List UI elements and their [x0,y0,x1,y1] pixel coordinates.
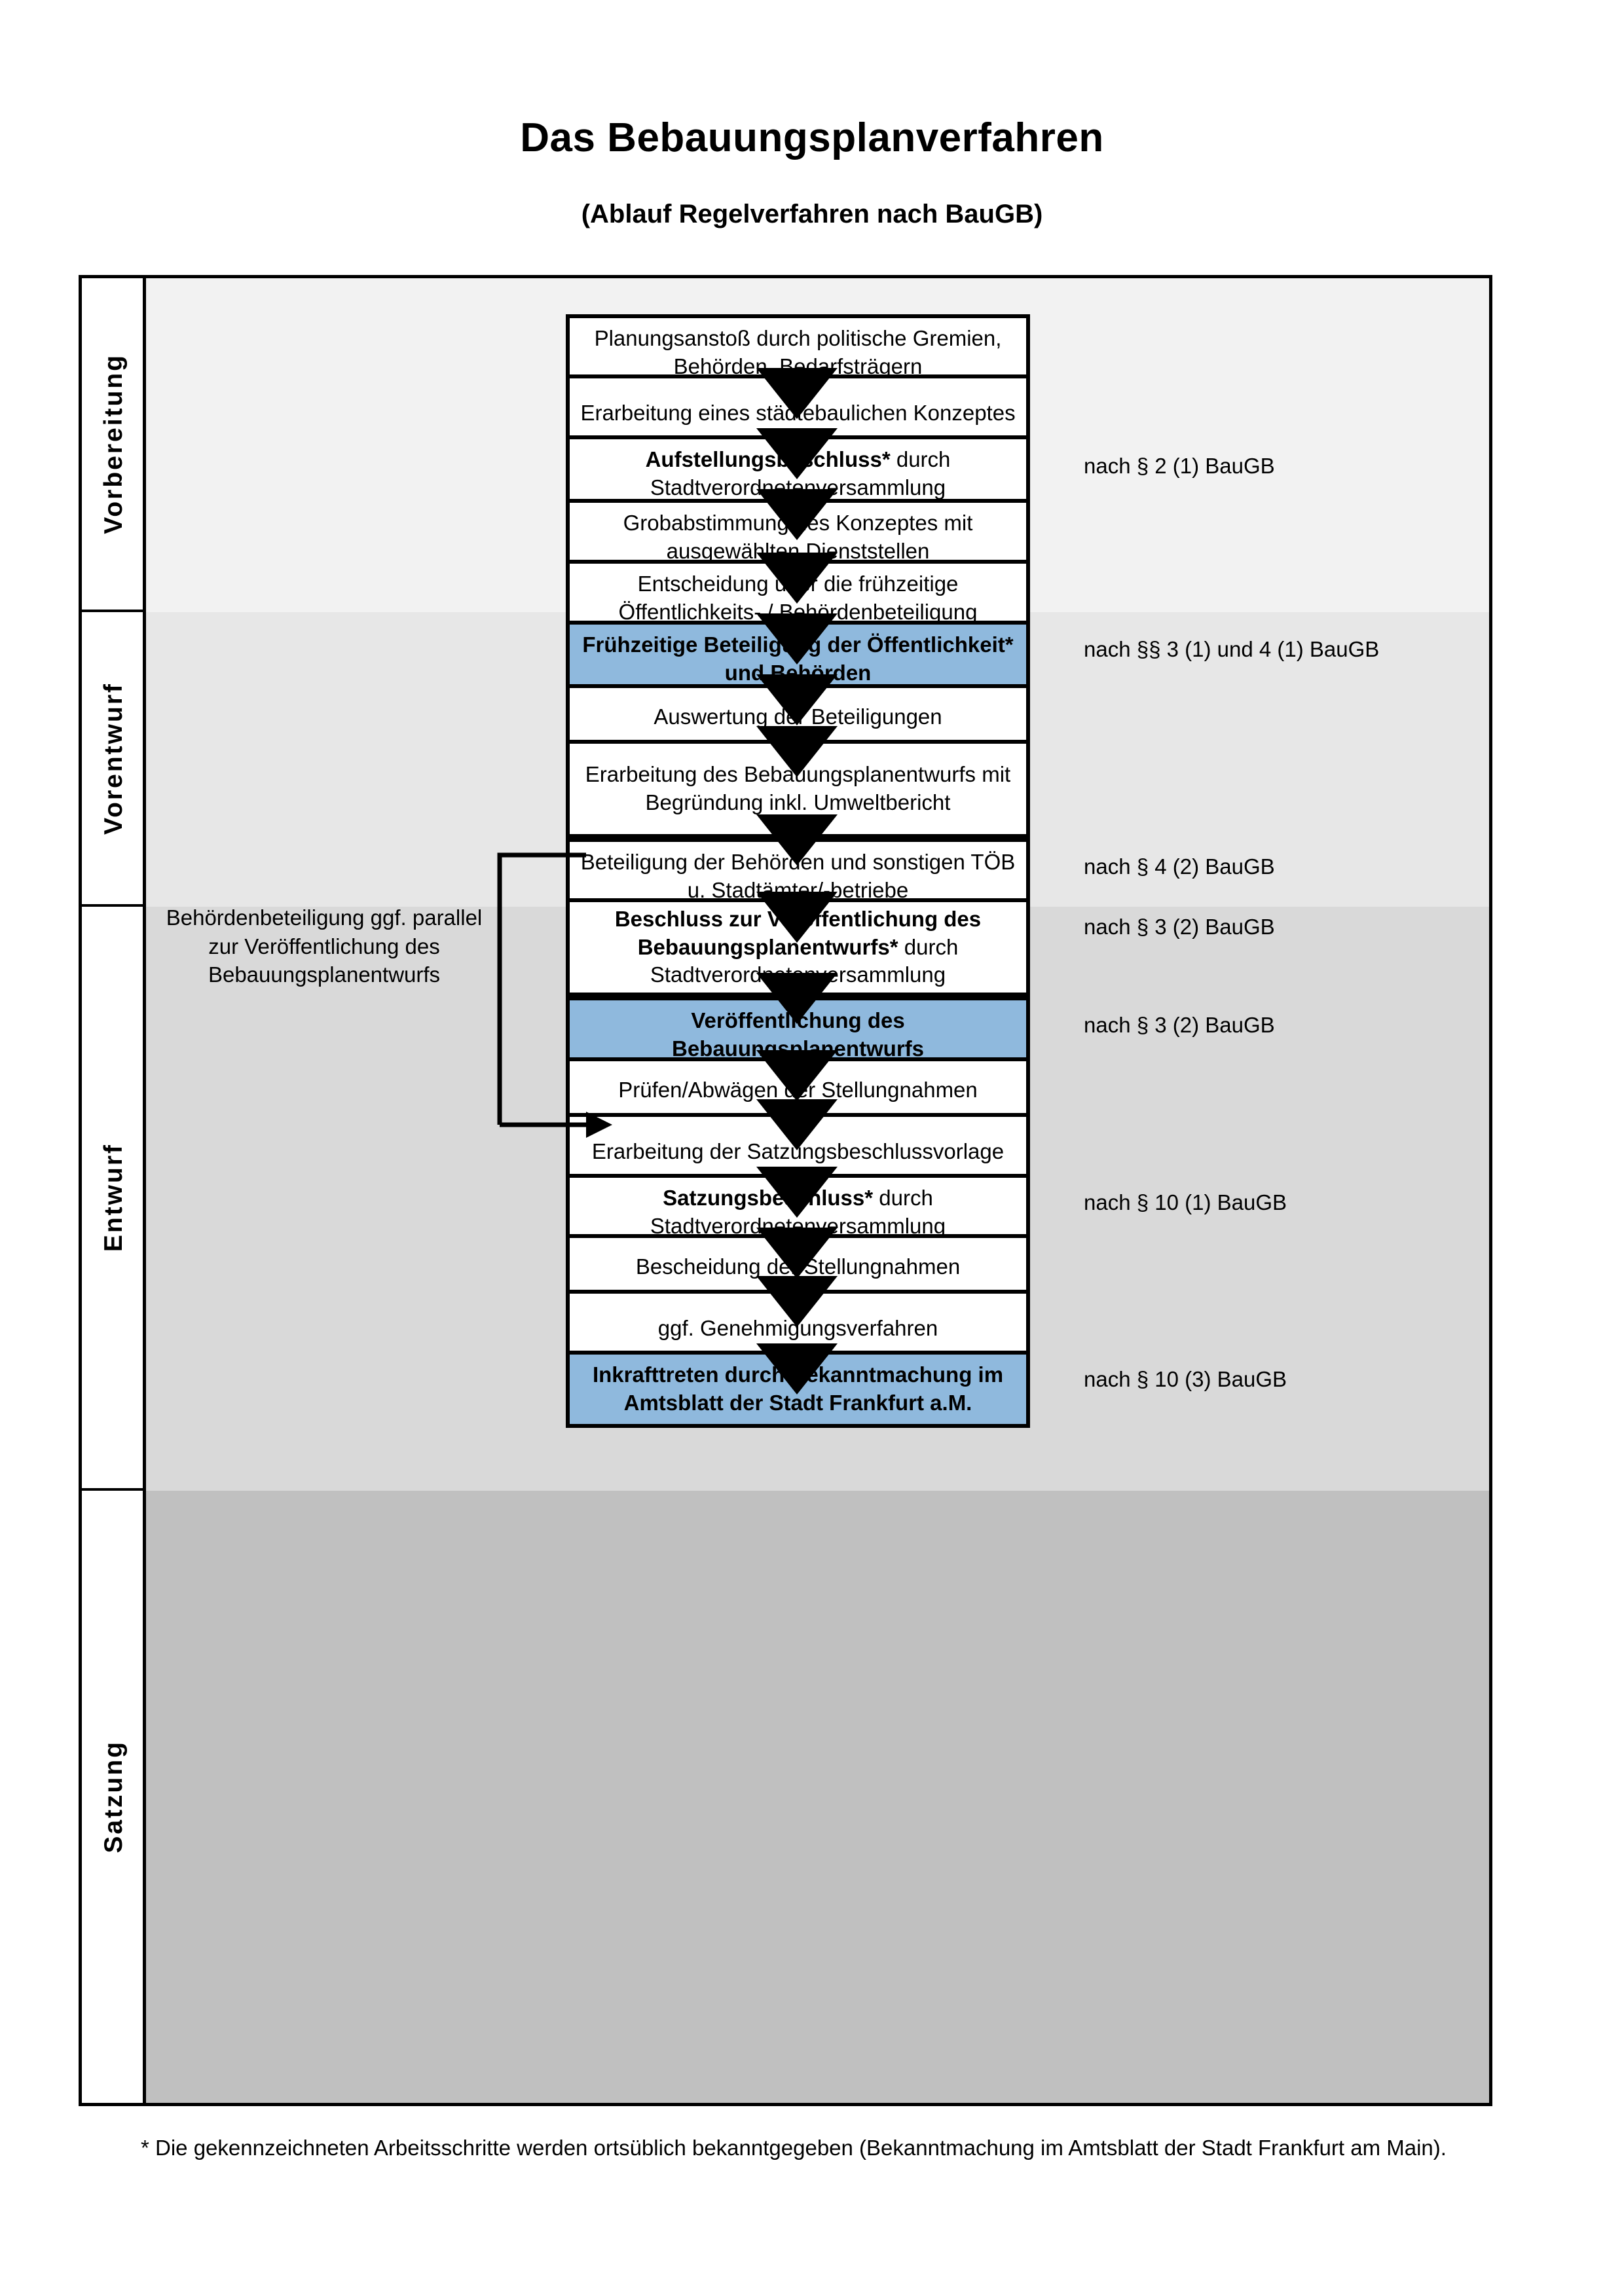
phase-label-vorentwurf: Vorentwurf [82,612,146,907]
flow-arrow [756,1167,838,1218]
phase-label-satzung: Satzung [82,1491,146,2103]
parallel-bracket-connector [497,852,612,1138]
flow-arrow [756,892,838,943]
phase-label-text: Satzung [100,1740,128,1853]
legal-note: nach §§ 3 (1) und 4 (1) BauGB [1084,637,1380,661]
phase-label-column: Vorbereitung Vorentwurf Entwurf Satzung [82,278,146,2103]
flow-arrow [756,553,838,604]
legal-note: nach § 10 (3) BauGB [1084,1367,1287,1391]
flow-step-emphasis: Inkrafttreten [592,1362,719,1387]
process-diagram-frame: Vorbereitung Vorentwurf Entwurf Satzung … [79,275,1492,2106]
phase-label-text: Vorbereitung [100,354,128,534]
phase-label-text: Vorentwurf [100,682,128,835]
flow-arrow [756,726,838,777]
parallel-note: Behördenbeteiligung ggf. parallel zur Ve… [166,905,483,987]
flow-arrow [756,814,838,866]
flow-arrow [756,489,838,540]
flow-step-label: Planungsanstoß durch politische Gremien,… [594,326,1002,378]
page-title: Das Bebauungsplanverfahren [520,115,1104,160]
legal-note: nach § 3 (2) BauGB [1084,1013,1275,1037]
flow-arrow [756,1343,838,1394]
phase-band-satzung [146,1491,1489,2103]
page-subtitle: (Ablauf Regelverfahren nach BauGB) [581,200,1043,228]
legal-note: nach § 4 (2) BauGB [1084,854,1275,879]
flow-step-emphasis: Veröffentlichung des Bebauungsplanentwur… [671,1008,925,1061]
flow-arrow [756,1276,838,1327]
flow-arrow [756,1099,838,1150]
flow-arrow [756,1228,838,1279]
flow-arrow [756,368,838,419]
flow-arrow [756,674,838,725]
phase-label-text: Entwurf [100,1142,128,1252]
legal-note: nach § 10 (1) BauGB [1084,1190,1287,1214]
footnote: * Die gekennzeichneten Arbeitsschritte w… [141,2136,1447,2160]
flow-arrow [756,973,838,1024]
legal-note: nach § 2 (1) BauGB [1084,454,1275,478]
flow-arrow [756,428,838,479]
flow-step-label: Veröffentlichung des Bebauungsplanentwur… [578,1007,1018,1063]
flow-arrow [756,1050,838,1101]
legal-note: nach § 3 (2) BauGB [1084,915,1275,939]
flow-arrow [756,613,838,665]
phase-label-vorbereitung: Vorbereitung [82,278,146,612]
phase-label-entwurf: Entwurf [82,907,146,1491]
